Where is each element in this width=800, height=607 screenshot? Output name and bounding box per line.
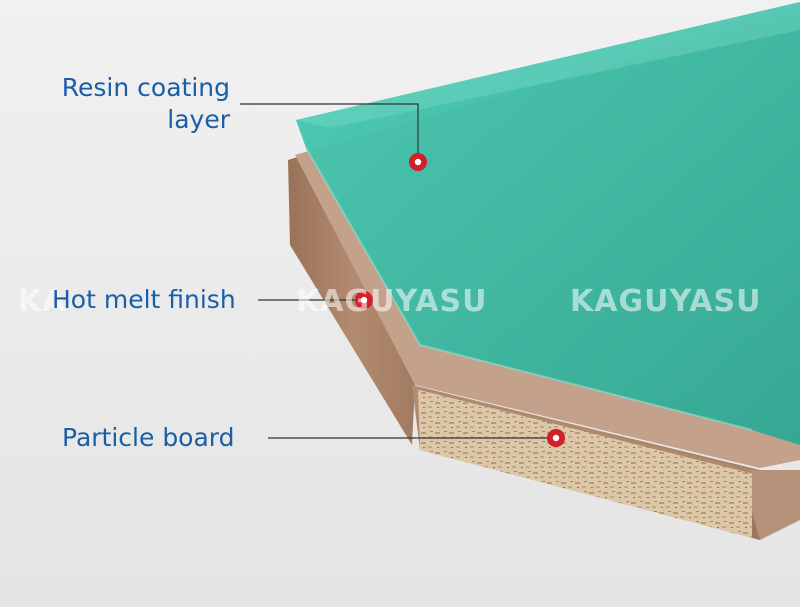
edge-band-right bbox=[740, 470, 800, 540]
watermark-left: KA bbox=[18, 284, 67, 319]
label-resin-line1: Resin coating bbox=[61, 73, 230, 102]
core-top-edge bbox=[417, 386, 753, 474]
label-hot-melt: Hot melt finish bbox=[52, 285, 236, 314]
label-particle-board: Particle board bbox=[62, 423, 235, 452]
board-left-edge bbox=[288, 150, 420, 445]
marker-resin bbox=[409, 153, 427, 171]
resin-highlight bbox=[296, 2, 800, 128]
resin-coating-layer bbox=[296, 2, 800, 445]
watermark-right: KAGUYASU bbox=[570, 284, 762, 319]
particle-board-core bbox=[418, 388, 752, 538]
watermark-center: KAGUYASU bbox=[296, 284, 488, 319]
marker-particle bbox=[547, 429, 565, 447]
leader-line-resin bbox=[240, 103, 419, 160]
marker-hotmelt bbox=[355, 291, 373, 309]
label-resin-line2: layer bbox=[167, 105, 230, 134]
resin-edge bbox=[305, 147, 753, 431]
